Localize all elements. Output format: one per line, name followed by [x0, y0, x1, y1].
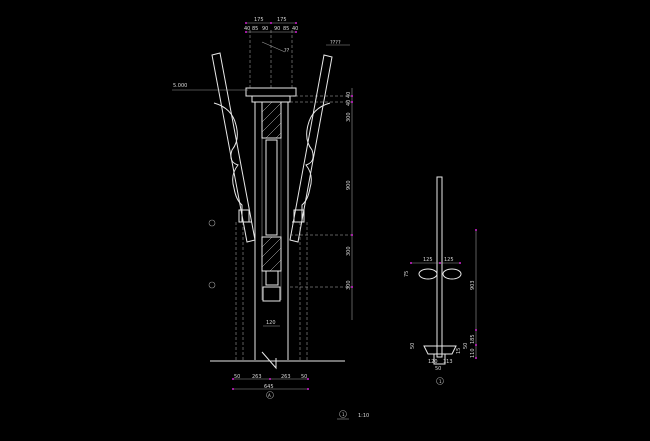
axis-bubble	[266, 391, 274, 399]
dim-text: 75	[404, 271, 410, 277]
axis-label: A	[268, 393, 271, 398]
right-joint	[293, 209, 305, 223]
hatched-rod	[265, 139, 278, 236]
dim-text: 903	[470, 280, 476, 290]
dim-text: 50	[234, 374, 240, 380]
base-plate	[423, 345, 457, 355]
dim-text: 85	[252, 26, 258, 32]
dim-text: 90	[274, 26, 280, 32]
leader-line	[261, 41, 286, 53]
right-slanted-post	[289, 54, 333, 243]
dim-text: 110	[470, 348, 476, 358]
dashed-guides	[235, 30, 355, 360]
dim-text: 300	[346, 112, 352, 122]
dim-text: 125	[444, 257, 454, 263]
left-bracket-ornament	[213, 102, 252, 223]
right-plate	[442, 268, 462, 280]
base-stem	[433, 353, 446, 365]
dim-text: 85	[283, 26, 289, 32]
cap-neck	[251, 95, 291, 103]
detail-post	[436, 176, 443, 358]
dim-text: 125	[423, 257, 433, 263]
dimension-ticks	[410, 229, 477, 359]
leader-note: ??	[284, 48, 290, 54]
leader-note: ????	[330, 40, 341, 46]
hatched-block-top	[261, 101, 282, 139]
dim-text: 120	[266, 320, 276, 326]
dim-text: 645	[264, 384, 274, 390]
dim-text: 50	[410, 343, 416, 349]
dim-text: 40	[346, 100, 352, 106]
left-joint	[238, 209, 250, 223]
dim-text: 40	[244, 26, 250, 32]
dim-text: 120	[428, 359, 438, 365]
dim-text: 900	[346, 180, 352, 190]
dim-text: 300	[346, 280, 352, 290]
axis-bubble	[436, 377, 444, 385]
section-marker	[208, 219, 216, 227]
dim-text: 90	[262, 26, 268, 32]
dim-text: 263	[281, 374, 291, 380]
axis-label: 1	[439, 379, 442, 384]
connector-nut	[262, 286, 281, 302]
section-marker	[208, 281, 216, 289]
level-mark: 5.000	[173, 83, 187, 89]
break-symbol	[261, 351, 277, 370]
hatching	[261, 101, 282, 272]
dim-text: 50	[301, 374, 307, 380]
post-cap	[245, 87, 297, 97]
dim-text: 50	[463, 343, 469, 349]
scale-label: 1:10	[358, 413, 369, 419]
right-bracket-ornament	[292, 102, 331, 223]
left-plate	[418, 268, 438, 280]
dim-text: 300	[346, 246, 352, 256]
dim-text: 50	[435, 366, 441, 372]
dim-text: 40	[346, 92, 352, 98]
dim-text: 175	[277, 17, 287, 23]
dim-text: 185	[470, 334, 476, 344]
dim-text: 15	[456, 348, 462, 354]
dim-text: 113	[443, 359, 453, 365]
connector	[265, 270, 279, 286]
main-elevation: 5.000 175 175 40 85 90 90 85 40 ?? ???? …	[172, 17, 355, 399]
detail-symbol	[339, 410, 347, 418]
dim-text: 263	[252, 374, 262, 380]
detail-symbol-label: 1	[342, 412, 345, 417]
dimension-ticks	[232, 22, 353, 390]
dim-text: 175	[254, 17, 264, 23]
dim-text: 40	[292, 26, 298, 32]
side-detail: 125 125 75 903 185 110 50 120 113 50 15 …	[404, 176, 477, 385]
